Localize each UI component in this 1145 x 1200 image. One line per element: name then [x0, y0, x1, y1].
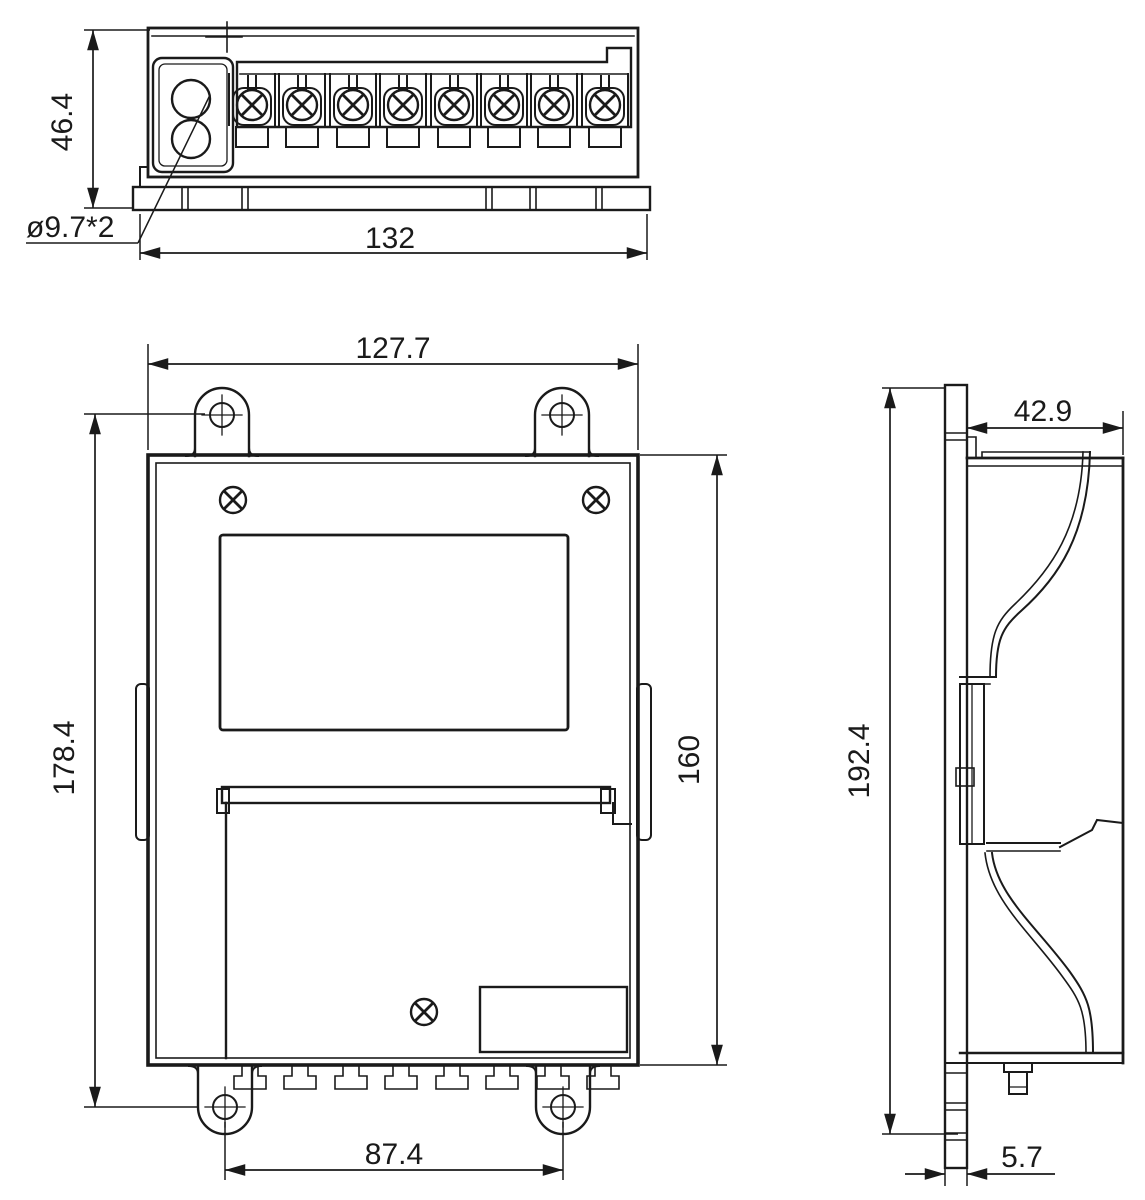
cover-hinge-bar: [220, 785, 612, 805]
entry-hole-1: [170, 78, 212, 120]
dim-side-overall-height: 192.4: [843, 387, 958, 1135]
datum-tick: [205, 21, 243, 53]
dim-front-width: 127.7: [147, 332, 639, 450]
dim-label-160: 160: [673, 735, 706, 785]
bottom-tab-side: [1003, 1062, 1033, 1095]
dim-label-5-7: 5.7: [1001, 1141, 1043, 1174]
foot-plate: [131, 166, 652, 212]
mounting-bracket: [943, 383, 977, 1170]
nameplate-label: [478, 985, 629, 1054]
upper-profile-curve: [994, 450, 1092, 679]
entry-hole-2: [170, 118, 212, 160]
din-rail-right: [636, 683, 652, 841]
front-body: [135, 453, 652, 1090]
side-view: 42.9 192.4 5.7: [843, 383, 1125, 1186]
dim-label-46-4: 46.4: [46, 93, 79, 151]
din-rail-left: [135, 683, 150, 841]
lower-profile-curve-inner: [984, 852, 1087, 1054]
cover-latch-seam: [1058, 818, 1125, 849]
dim-label-87-4: 87.4: [365, 1138, 423, 1171]
cable-entry-block: [151, 56, 235, 174]
case-screw-top-right: [581, 485, 611, 515]
dim-top-width: 132: [139, 214, 648, 260]
dim-front-body-height: 160: [640, 454, 727, 1066]
bottom-terminal-tabs: [233, 1065, 620, 1090]
lower-profile-curve-outer: [990, 851, 1095, 1055]
dim-label-132: 132: [365, 222, 415, 255]
dim-label-178-4: 178.4: [48, 720, 81, 795]
mounting-ear-top-right: [526, 388, 598, 456]
dim-front-overall-height: 178.4: [48, 413, 205, 1108]
dim-bracket-thickness: 5.7: [905, 1141, 1055, 1186]
dim-label-127-7: 127.7: [355, 332, 430, 365]
dim-bottom-hole-spacing: 87.4: [224, 1122, 564, 1180]
display-window: [218, 533, 570, 732]
terminal-6: [479, 72, 529, 149]
mounting-ear-top-left: [186, 388, 258, 456]
terminal-5: [429, 72, 479, 149]
hole-callout: ø9.7*2: [26, 94, 211, 244]
terminal-2: [277, 72, 327, 149]
terminal-4: [378, 72, 428, 149]
dim-label-192-4: 192.4: [843, 723, 876, 798]
din-clip-side: [955, 683, 985, 845]
hole-callout-label: ø9.7*2: [26, 211, 114, 244]
top-view-body: [131, 21, 652, 212]
cover-screw: [409, 997, 439, 1027]
top-view: 46.4 ø9.7*2 132: [26, 21, 652, 260]
terminal-cover: [216, 785, 632, 1060]
front-view: 127.7: [48, 332, 727, 1180]
dim-top-height: 46.4: [46, 29, 150, 209]
terminal-8: [580, 72, 630, 149]
case-screw-top-left: [218, 485, 248, 515]
side-body: [943, 383, 1125, 1170]
terminal-3: [328, 72, 378, 149]
dim-label-42-9: 42.9: [1014, 395, 1072, 428]
dim-side-depth: 42.9: [967, 395, 1124, 455]
terminal-strip: [227, 46, 633, 149]
terminal-7: [529, 72, 579, 149]
